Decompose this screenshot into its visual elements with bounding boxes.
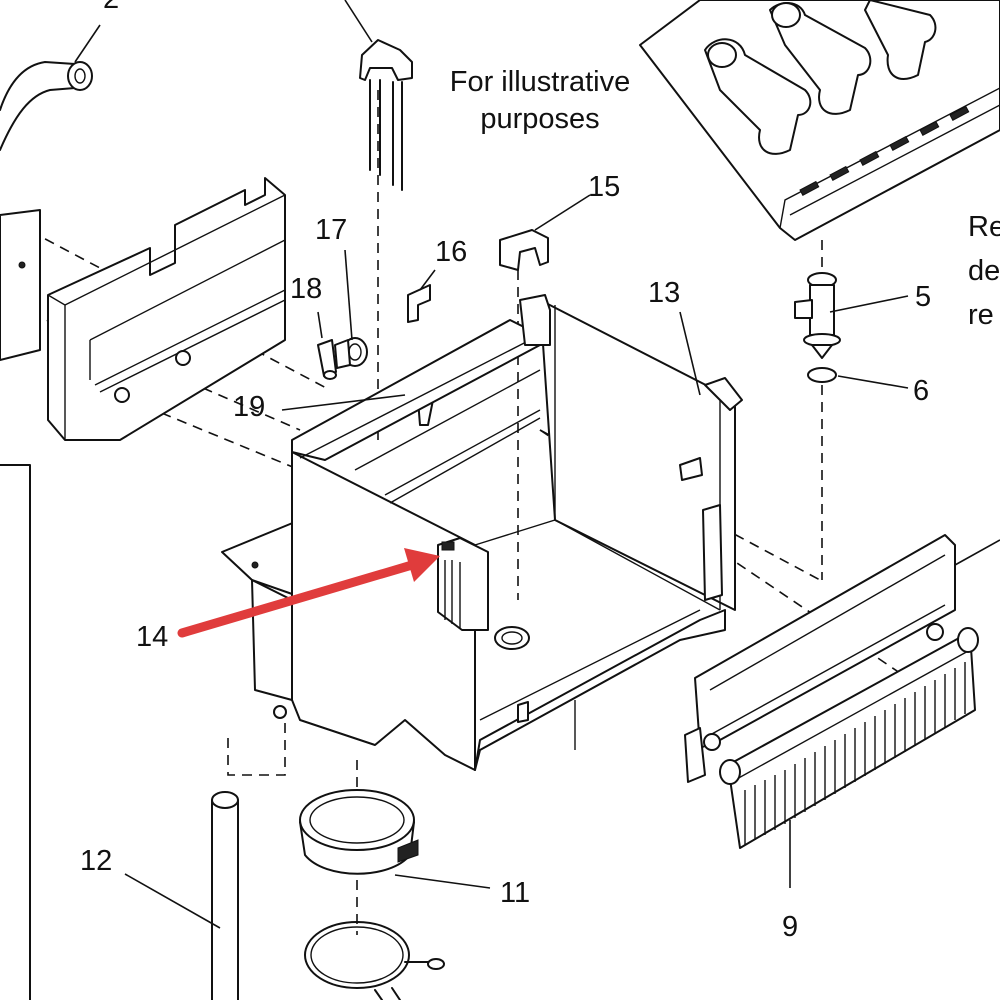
edge-text-line-1: Re [968,211,1000,243]
callout-18: 18 [290,273,322,305]
highlight-arrow-14 [177,548,440,638]
part-15-clip [499,229,549,271]
callout-16: 16 [435,236,467,268]
edge-text: Re de re [968,211,1000,331]
edge-text-line-3: re [968,299,994,331]
note-line-1: For illustrative [450,66,631,98]
part-top-clip-rods [359,39,413,191]
part-16-bracket [407,284,431,323]
callout-19: 19 [233,391,265,423]
side-bracket-frame [0,464,31,1001]
main-tank [221,294,743,771]
part-6-o-ring [807,367,837,383]
callout-11: 11 [500,877,530,909]
part-2-elbow-tube [0,61,93,151]
callout-labels: 2 5 6 9 11 12 13 14 15 16 17 18 19 [80,0,931,943]
callout-15: 15 [588,171,620,203]
back-panel [0,177,286,441]
part-9-heating-element [684,534,979,849]
part-18-valve [317,339,337,380]
note-line-2: purposes [480,103,599,135]
callout-13: 13 [648,277,680,309]
part-5-nozzle [794,272,841,359]
callout-12: 12 [80,845,112,877]
clamp-ring [304,921,445,1001]
callout-14: 14 [136,621,168,653]
callout-9: 9 [782,911,798,943]
part-17-fitting [334,337,368,369]
edge-text-line-2: de [968,255,1000,287]
grill-rack [639,0,1000,241]
callout-17: 17 [315,214,347,246]
part-12-tube [211,791,239,1001]
callout-6: 6 [913,375,929,407]
callout-5: 5 [915,281,931,313]
leader-lines [74,0,1000,929]
callout-2: 2 [103,0,119,15]
part-11-drain-collar [299,789,419,875]
illustrative-note: For illustrative purposes [450,66,631,135]
